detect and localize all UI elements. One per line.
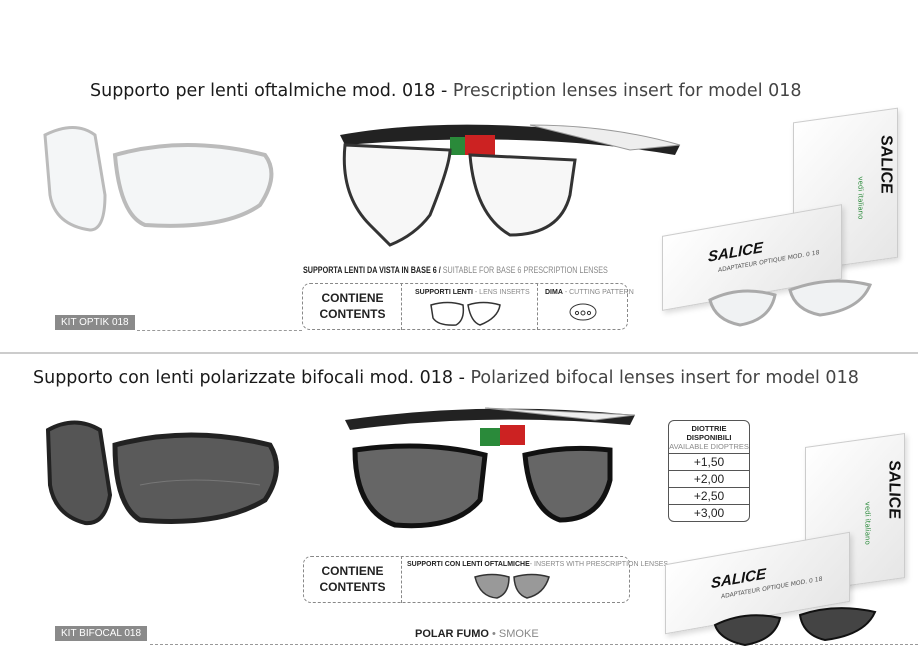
bifocal-lens-product-image [713, 607, 877, 647]
section-divider [0, 352, 918, 354]
glasses-image-model-018 [340, 124, 681, 247]
lens-inserts-label: SUPPORTI LENTI - LENS INSERTS [415, 289, 530, 296]
section2-contents-box [303, 556, 630, 603]
lens-inserts-icon [430, 301, 501, 326]
lens-insert-image [43, 126, 274, 232]
section1-subtitle: SUPPORTA LENTI DA VISTA IN BASE 6 / SUIT… [303, 265, 608, 275]
section1-title: Supporto per lenti oftalmiche mod. 018 -… [90, 81, 802, 101]
kit-bifocal-label: KIT BIFOCAL 018 [55, 626, 148, 641]
dioptre-value: +3,00 [669, 504, 749, 521]
prescription-inserts-label: SUPPORTI CON LENTI OFTALMICHE- INSERTS W… [407, 561, 669, 568]
cutting-pattern-icon [569, 303, 597, 321]
prescription-inserts-icon [474, 573, 550, 599]
glasses-image-bifocal [345, 407, 636, 529]
dioptre-value: +1,50 [669, 453, 749, 470]
section2-title: Supporto con lenti polarizzate bifocali … [33, 368, 859, 388]
available-dioptres-table: DIOTTRIE DISPONIBILI AVAILABLE DIOPTRES … [668, 420, 750, 522]
bifocal-insert-image [45, 420, 279, 526]
cutting-pattern-label: DIMA - CUTTING PATTERN [545, 289, 634, 296]
kit-optik-label: KIT OPTIK 018 [55, 315, 135, 330]
lens-inserts-product-image [708, 279, 873, 327]
lens-type-label: POLAR FUMO • SMOKE [415, 628, 539, 640]
dioptre-value: +2,00 [669, 470, 749, 487]
section1-contents-box [302, 283, 628, 330]
dioptre-value: +2,50 [669, 487, 749, 504]
